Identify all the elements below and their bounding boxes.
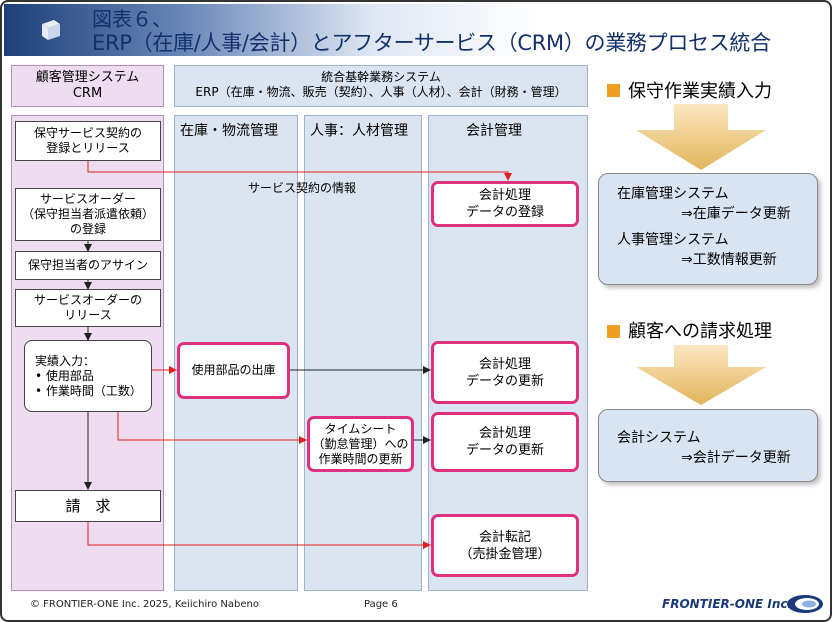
actuals-parts-text: 使用部品 — [45, 368, 94, 383]
actuals-title: 実績入力： — [35, 353, 96, 368]
timesheet-line1: タイムシート — [324, 421, 397, 436]
crm-header-line1: 顧客管理システム — [35, 70, 140, 85]
erp-header-line1: 統合基幹業務システム — [321, 70, 441, 84]
timesheet-line2: （勤怠管理）への — [312, 436, 409, 451]
acc-update1-line1: 会計処理 — [478, 356, 531, 372]
step-contract-line1: 保守サービス契約の — [33, 126, 142, 140]
step-contract-line2: 登録とリリース — [46, 141, 130, 155]
erp-header: 統合基幹業務システム ERP（在庫・物流、販売（契約）、人事（人材）、会計（財務… — [174, 65, 588, 107]
column-accounting: 会計管理 — [466, 123, 522, 139]
step-order-line1: サービスオーダー — [39, 192, 136, 206]
acc-update2-line1: 会計処理 — [478, 426, 531, 441]
process-accounting-update-2: 会計処理 データの更新 — [431, 412, 579, 472]
cube-icon — [42, 20, 60, 40]
section1-line1: 在庫管理システム — [617, 186, 729, 202]
process-accounting-transfer: 会計転記 （売掛金管理） — [431, 514, 579, 577]
section1-result-box: 在庫管理システム ⇒在庫データ更新 人事管理システム ⇒工数情報更新 — [598, 173, 818, 285]
actuals-hours-text: 作業時間（工数） — [45, 383, 142, 398]
column-inventory: 在庫・物流管理 — [180, 123, 278, 139]
step-release-line1: サービスオーダーの — [33, 293, 142, 307]
actuals-item-hours: • 作業時間（工数） — [35, 383, 142, 398]
acc-register-line2: データの登録 — [465, 205, 544, 220]
section2-result-box: 会計システム ⇒会計データ更新 — [598, 409, 818, 482]
section1-line2: ⇒在庫データ更新 — [681, 206, 791, 222]
acc-update1-line2: データの更新 — [465, 373, 544, 389]
erp-header-line2: ERP（在庫・物流、販売（契約）、人事（人材）、会計（財務・管理） — [195, 85, 567, 99]
title-label: 図表６、 — [92, 7, 172, 31]
footer-copyright: © FRONTIER-ONE Inc. 2025, Keiichiro Nabe… — [30, 599, 259, 610]
process-parts-issue: 使用部品の出庫 — [177, 342, 290, 399]
footer-page-number: Page 6 — [364, 599, 398, 610]
process-timesheet: タイムシート （勤怠管理）への 作業時間の更新 — [307, 416, 414, 472]
section2-down-arrow-icon — [636, 345, 766, 405]
arrow-contract-info — [87, 161, 512, 181]
brand-logo-icon — [787, 595, 823, 613]
section1-down-arrow-icon — [636, 104, 766, 170]
section1-line4: ⇒工数情報更新 — [681, 252, 777, 268]
crm-header-line2: CRM — [72, 86, 103, 101]
title-bar — [4, 4, 826, 56]
section1-heading: 保守作業実績入力 — [628, 81, 772, 102]
arrow-billing-transfer — [87, 522, 431, 549]
step-order-line2: （保守担当者派遣依頼） — [21, 207, 154, 221]
acc-transfer-line1: 会計転記 — [478, 529, 531, 545]
process-accounting-register: 会計処理 データの登録 — [431, 181, 579, 227]
section2-line2: ⇒会計データ更新 — [681, 450, 791, 466]
column-hr: 人事：人材管理 — [310, 123, 408, 139]
hr-lane — [304, 115, 422, 591]
section2-line1: 会計システム — [617, 430, 701, 446]
section2-bullet-icon — [607, 325, 620, 338]
acc-register-line1: 会計処理 — [478, 188, 531, 203]
step-contract-registration: 保守サービス契約の 登録とリリース — [15, 121, 161, 161]
step-service-order: サービスオーダー （保守担当者派遣依頼） の登録 — [15, 188, 161, 241]
section2-heading: 顧客への請求処理 — [628, 321, 772, 342]
acc-update2-line2: データの更新 — [465, 443, 544, 458]
process-accounting-update-1: 会計処理 データの更新 — [431, 341, 579, 404]
section1-bullet-icon — [607, 84, 620, 97]
footer-brand: FRONTIER-ONE Inc. — [662, 597, 793, 611]
arrow-actuals-timesheet — [117, 412, 307, 444]
actuals-item-parts: • 使用部品 — [35, 368, 94, 383]
arrow-label-contract-info: サービス契約の情報 — [248, 181, 357, 195]
step-order-line3: の登録 — [69, 222, 106, 236]
acc-transfer-line2: （売掛金管理） — [459, 546, 551, 562]
page-title: ERP（在庫/人事/会計）とアフターサービス（CRM）の業務プロセス統合 — [92, 31, 771, 55]
timesheet-line3: 作業時間の更新 — [318, 451, 403, 466]
step-release-line2: リリース — [64, 308, 112, 322]
crm-header: 顧客管理システム CRM — [11, 65, 164, 107]
step-release: サービスオーダーの リリース — [15, 289, 161, 327]
section1-line3: 人事管理システム — [617, 232, 729, 248]
step-billing: 請 求 — [15, 490, 161, 522]
step-actuals-input: 実績入力： • 使用部品 • 作業時間（工数） — [24, 340, 152, 412]
step-assign: 保守担当者のアサイン — [15, 251, 161, 280]
